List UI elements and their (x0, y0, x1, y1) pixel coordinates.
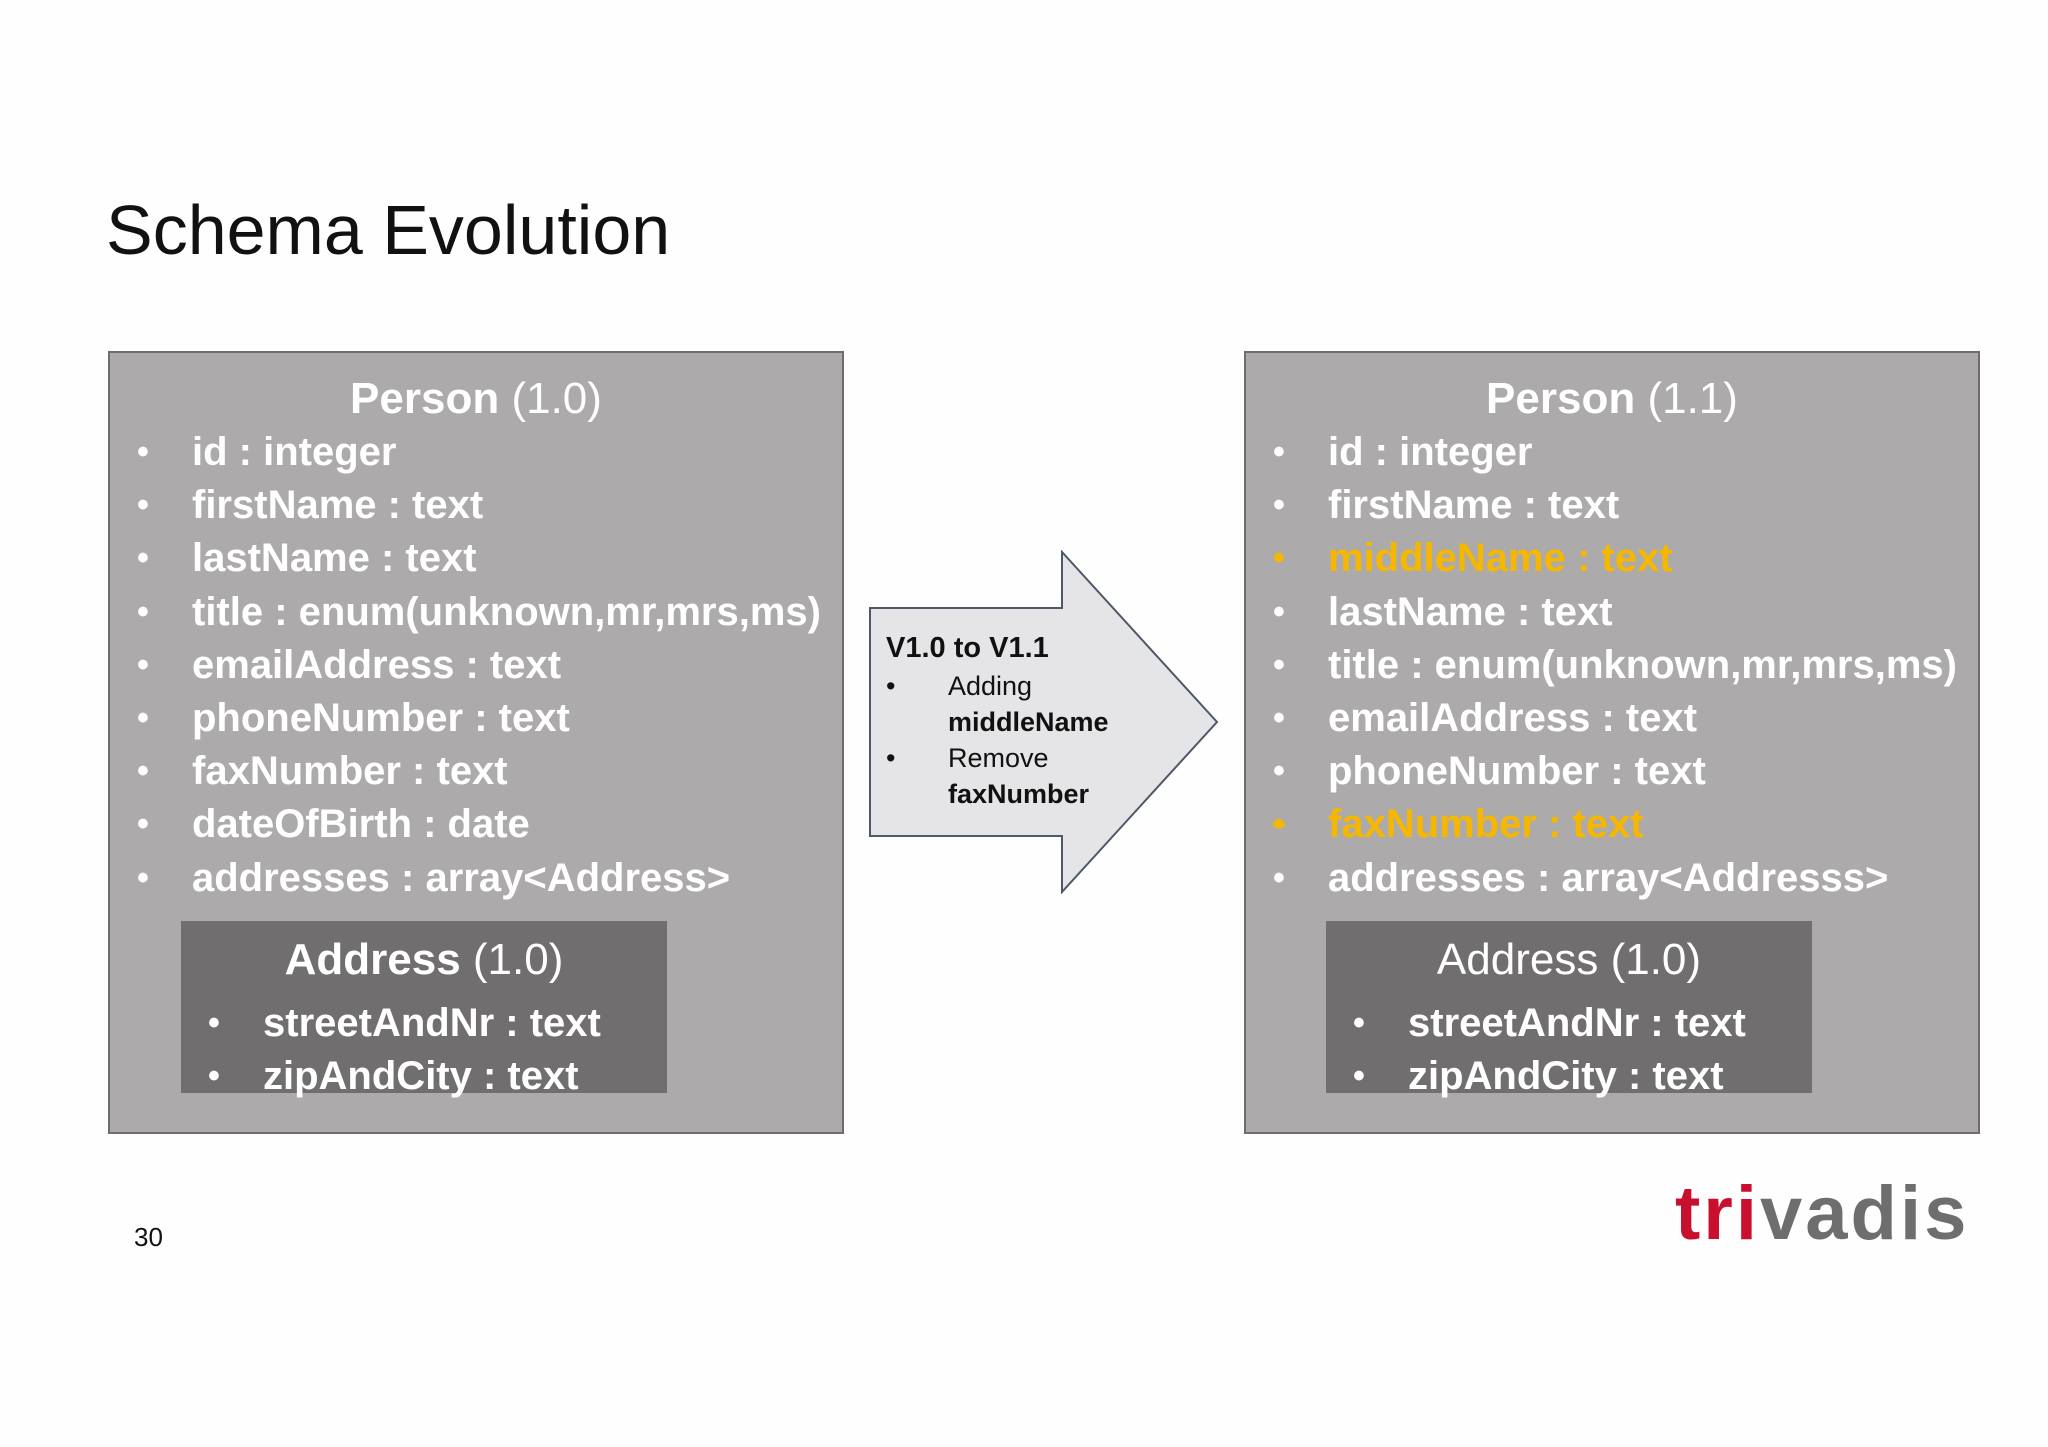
bullet-icon: • (137, 698, 149, 737)
bullet-icon: • (1353, 1004, 1365, 1042)
field-text: phoneNumber : text (1328, 749, 1706, 794)
field-text: faxNumber : text (1328, 802, 1644, 847)
field-text: middleName : text (1328, 536, 1673, 581)
field-text: addresses : array<Addresss> (1328, 855, 1889, 900)
field-text: lastName : text (192, 536, 477, 581)
field-text: zipAndCity : text (1408, 1054, 1724, 1099)
logo-part-red: tri (1675, 1171, 1760, 1256)
field-text: id : integer (192, 430, 397, 474)
bullet-icon: • (1353, 1057, 1365, 1096)
transition-item-text: middleName (948, 707, 1109, 737)
field-text: firstName : text (192, 483, 484, 528)
field-text: title : enum(unknown,mr,mrs,ms) (1328, 642, 1957, 687)
bullet-icon: • (1273, 592, 1285, 631)
transition-arrow (869, 550, 1219, 894)
transition-notes: V1.0 to V1.1 • Adding middleName • Remove fax… (886, 628, 1109, 812)
field-text: firstName : text (1328, 483, 1620, 528)
field-text: emailAddress : text (1328, 695, 1698, 740)
bullet-icon: • (1273, 645, 1285, 684)
schema-title: Person (1.1) (1246, 371, 1978, 427)
bullet-icon: • (886, 671, 896, 701)
bullet-icon: • (1273, 539, 1285, 578)
transition-list: • Adding middleName • Remove faxNumber (886, 668, 1109, 812)
field-text: streetAndNr : text (1408, 1001, 1746, 1045)
field-text: lastName : text (1328, 589, 1613, 634)
schema-title: Person (1.0) (110, 371, 842, 427)
transition-item-text: faxNumber (948, 779, 1090, 809)
schema-version: (1.0) (511, 374, 602, 423)
transition-item: middleName (886, 704, 1109, 740)
bullet-icon: • (1273, 698, 1285, 737)
nested-schema-version: (1.0) (1610, 935, 1702, 984)
bullet-icon: • (1273, 858, 1285, 897)
arrow-shape (869, 550, 1219, 894)
logo-part-grey: vadis (1760, 1171, 1970, 1256)
transition-item: • Adding (886, 668, 1049, 704)
schema-box-v1-1: Person (1.1) • id : integer • firstName : t… (1244, 351, 1980, 1134)
field-text: dateOfBirth : date (192, 802, 530, 847)
field-text: title : enum(unknown,mr,mrs,ms) (192, 589, 821, 634)
bullet-icon: • (1273, 486, 1285, 525)
bullet-icon: • (886, 743, 896, 773)
bullet-icon: • (137, 752, 149, 791)
schema-name: Person (350, 374, 500, 423)
field-text: streetAndNr : text (263, 1001, 601, 1045)
bullet-icon: • (137, 645, 149, 684)
bullet-icon: • (1273, 752, 1285, 791)
bullet-icon: • (137, 858, 149, 897)
nested-schema-version: (1.0) (472, 935, 564, 984)
field-text: zipAndCity : text (263, 1054, 579, 1099)
transition-heading: V1.0 to V1.1 (886, 632, 1049, 664)
page-number: 30 (134, 1222, 163, 1252)
bullet-icon: • (137, 433, 149, 471)
bullet-icon: • (1273, 433, 1285, 471)
transition-item-text: Remove (948, 743, 1049, 773)
transition-item: • Remove (886, 740, 1049, 776)
bullet-icon: • (137, 486, 149, 525)
field-text: id : integer (1328, 430, 1533, 474)
field-text: phoneNumber : text (192, 695, 570, 740)
transition-item-text: Adding (948, 671, 1033, 701)
field-text: emailAddress : text (192, 642, 562, 687)
bullet-icon: • (137, 592, 149, 631)
field-text: addresses : array<Address> (192, 855, 731, 900)
bullet-icon: • (208, 1004, 220, 1042)
nested-schema-box: Address (1.0) • streetAndNr : text • zipAnd… (181, 921, 667, 1098)
field-text: faxNumber : text (192, 749, 508, 794)
bullet-icon: • (1273, 805, 1285, 844)
slide-title: Schema Evolution (106, 191, 671, 269)
schema-name: Person (1486, 374, 1636, 423)
schema-box-v1-0: Person (1.0) • id : integer • firstName : t… (108, 351, 844, 1134)
nested-schema-name: Address (284, 935, 461, 984)
nested-schema-box: Address (1.0) • streetAndNr : text • zipAnd… (1326, 921, 1812, 1098)
trivadis-logo: trivadis (1675, 1170, 1969, 1257)
nested-schema-name: Address (1436, 935, 1599, 984)
bullet-icon: • (137, 539, 149, 578)
nested-schema-title: Address (1.0) (181, 931, 667, 989)
bullet-icon: • (137, 805, 149, 844)
bullet-icon: • (208, 1057, 220, 1096)
nested-schema-title: Address (1.0) (1326, 931, 1812, 989)
schema-version: (1.1) (1647, 374, 1738, 423)
transition-item: faxNumber (886, 776, 1089, 812)
